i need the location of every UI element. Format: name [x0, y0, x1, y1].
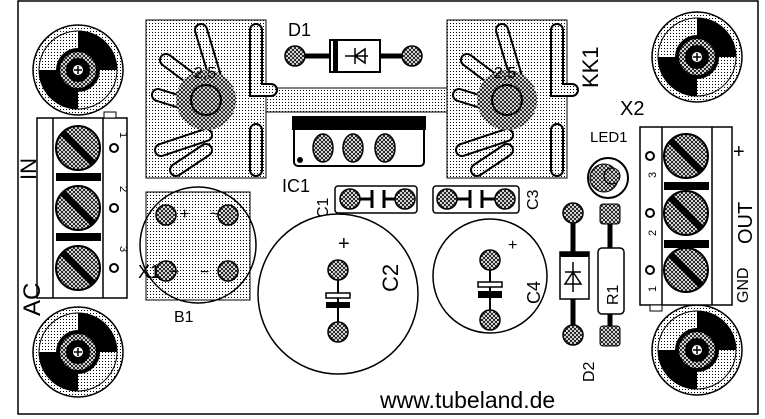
- ic1-regulator: [292, 116, 426, 167]
- x1-pin-label: 3: [117, 246, 129, 252]
- x1-pin-label: 2: [117, 186, 129, 192]
- x2-pin-label: 1: [647, 286, 659, 292]
- capacitor-c3: [432, 185, 520, 214]
- heatsink-left: [146, 20, 271, 178]
- b1-label: B1: [174, 309, 194, 326]
- b1-ac-label: ~: [170, 264, 179, 281]
- capacitor-c1: [334, 185, 418, 214]
- heatsink-left-hole-label: 2,5: [194, 65, 216, 82]
- c3-label: C3: [525, 189, 542, 210]
- mounting-hole-bottom-left: [31, 305, 125, 399]
- in-label: IN: [16, 158, 41, 180]
- ic1-label: IC1: [282, 176, 310, 196]
- resistor-r1: [597, 203, 625, 347]
- terminal-x1: [36, 111, 128, 299]
- d1-label: D1: [288, 20, 311, 40]
- website-label: www.tubeland.de: [379, 387, 555, 413]
- x2-pin-label: 2: [647, 230, 659, 236]
- c1-label: C1: [315, 197, 332, 218]
- x1-label: X1: [138, 262, 160, 282]
- x2-label: X2: [620, 98, 644, 120]
- mounting-hole-top-left: [31, 23, 125, 117]
- heatsink-label: KK1: [578, 46, 603, 88]
- gnd-label: GND: [735, 267, 752, 303]
- d2-label: D2: [581, 361, 598, 382]
- heatsink-bridge: [261, 87, 453, 113]
- terminal-x2: [639, 126, 733, 312]
- c2-plus-label: +: [338, 233, 350, 255]
- bridge-rectifier-b1: [139, 186, 257, 304]
- c4-label: C4: [524, 281, 544, 304]
- b1-ac-label: ~: [210, 206, 219, 223]
- ac-label: AC: [19, 283, 46, 316]
- c4-plus-label: +: [508, 237, 517, 254]
- board-outline: [17, 0, 759, 415]
- heatsink-right-hole-label: 2,5: [494, 65, 516, 82]
- diode-d1: [284, 39, 423, 73]
- capacitor-c2: [257, 213, 419, 375]
- b1-plus-label: +: [180, 206, 189, 223]
- out-plus-label: +: [733, 141, 745, 163]
- led-led1: [587, 157, 629, 199]
- b1-minus-label: −: [200, 264, 209, 281]
- capacitor-c4: [432, 218, 548, 334]
- r1-label: R1: [605, 284, 622, 305]
- diode-d2: [559, 202, 590, 346]
- led1-label: LED1: [590, 129, 628, 146]
- x2-pin-label: 3: [647, 172, 659, 178]
- mounting-hole-bottom-right: [650, 303, 744, 397]
- mounting-hole-top-right: [650, 10, 744, 104]
- heatsink-right: [447, 20, 572, 178]
- c2-label: C2: [378, 264, 403, 292]
- x1-pin-label: 1: [117, 132, 129, 138]
- out-label: OUT: [735, 202, 757, 244]
